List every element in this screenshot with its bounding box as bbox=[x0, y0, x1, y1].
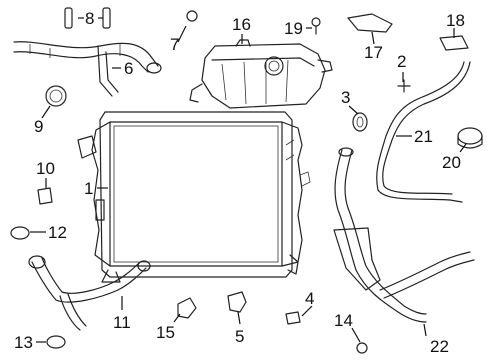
upper-hose bbox=[13, 41, 162, 97]
bracket-17 bbox=[347, 13, 393, 33]
overflow-line bbox=[376, 61, 471, 203]
callout-12: 12 bbox=[48, 223, 67, 242]
radiator bbox=[77, 111, 311, 283]
bracket-18 bbox=[439, 35, 469, 51]
clamp-12 bbox=[10, 226, 30, 240]
callout-3: 3 bbox=[341, 88, 350, 107]
callout-labels: 1 2 3 4 5 6 7 8 9 10 11 12 13 14 15 16 1… bbox=[14, 9, 465, 356]
bolt-2 bbox=[397, 79, 411, 93]
outlet-line bbox=[333, 147, 475, 323]
callout-17: 17 bbox=[364, 43, 383, 62]
callout-11: 11 bbox=[113, 313, 131, 332]
clamp-13 bbox=[46, 335, 66, 349]
callout-8: 8 bbox=[85, 9, 94, 28]
callout-19: 19 bbox=[284, 19, 303, 38]
callout-14: 14 bbox=[334, 311, 353, 330]
callout-10: 10 bbox=[36, 159, 55, 178]
clamp-ring-9 bbox=[45, 85, 67, 107]
clip-4 bbox=[285, 311, 301, 325]
callout-1: 1 bbox=[84, 179, 93, 198]
callout-21: 21 bbox=[414, 127, 433, 146]
callout-18: 18 bbox=[446, 11, 465, 30]
callout-15: 15 bbox=[156, 323, 175, 342]
grommet-3 bbox=[352, 112, 368, 132]
screw-19 bbox=[311, 17, 321, 35]
callout-20: 20 bbox=[442, 153, 461, 172]
connector-5 bbox=[227, 291, 247, 313]
pressure-cap bbox=[457, 127, 483, 149]
callout-16: 16 bbox=[232, 15, 251, 34]
callout-13: 13 bbox=[14, 333, 33, 352]
small-clamp-top bbox=[186, 10, 198, 22]
callout-22: 22 bbox=[430, 337, 449, 356]
clamp-14 bbox=[356, 342, 368, 354]
callout-6: 6 bbox=[124, 59, 133, 78]
callout-5: 5 bbox=[235, 327, 244, 346]
callout-2: 2 bbox=[397, 52, 406, 71]
coolant-reservoir bbox=[189, 39, 333, 109]
bracket-10 bbox=[37, 187, 53, 205]
callout-9: 9 bbox=[34, 117, 43, 136]
lower-hose bbox=[28, 255, 151, 331]
leader-lines bbox=[30, 17, 467, 343]
callout-4: 4 bbox=[305, 289, 314, 308]
fitting-15 bbox=[177, 297, 197, 319]
callout-7: 7 bbox=[170, 35, 179, 54]
